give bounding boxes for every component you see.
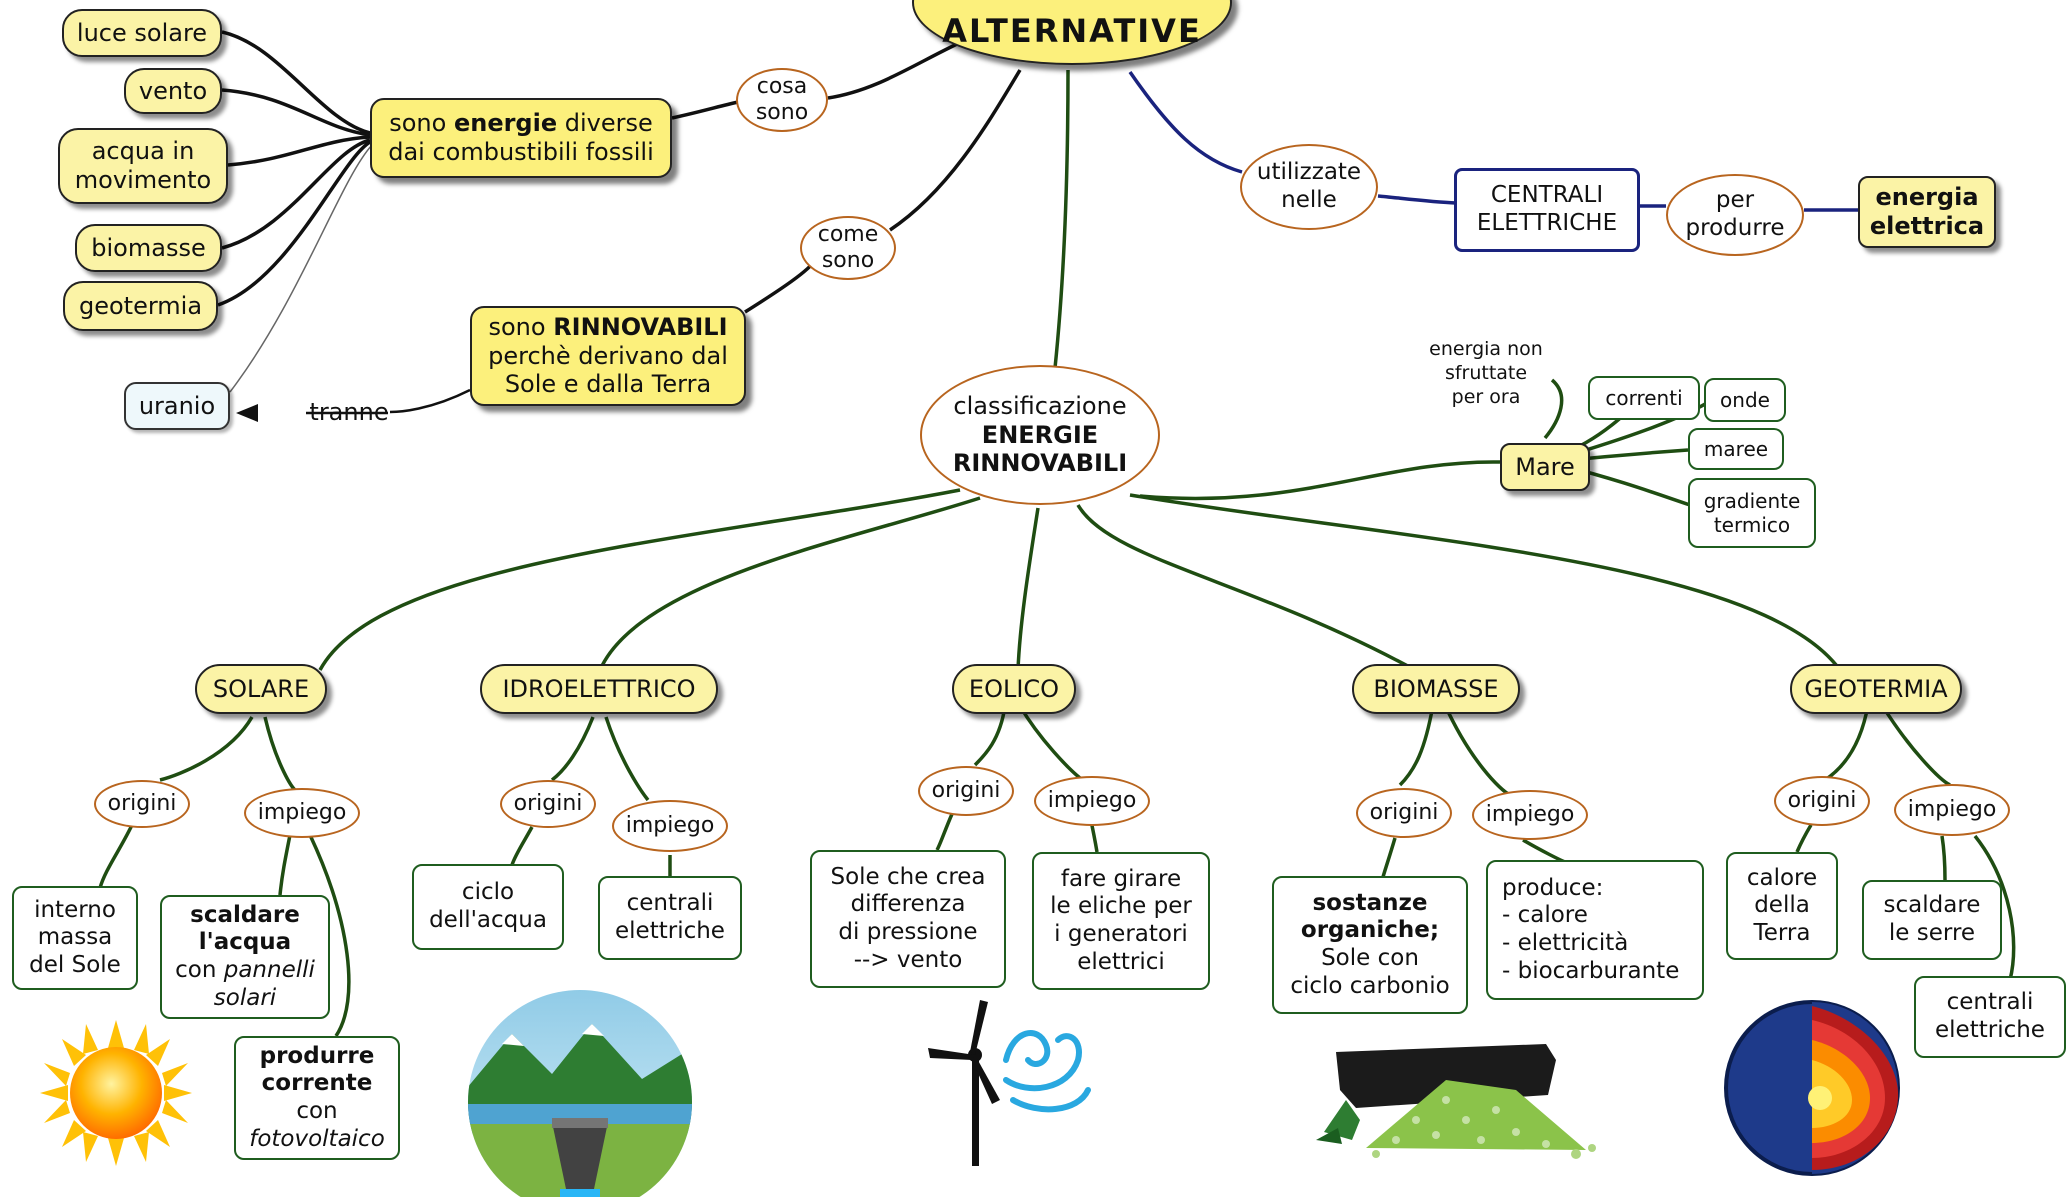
energia-elettrica-node: energia elettrica: [1858, 176, 1996, 248]
source-acqua: acqua in movimento: [58, 128, 228, 204]
eolico-origin-text: Sole che crea differenza di pressione --…: [810, 850, 1006, 988]
link-utilizzate-nelle: utilizzate nelle: [1240, 144, 1378, 230]
idro-impiego: impiego: [612, 800, 728, 852]
earth-core-icon: [1724, 1000, 1900, 1176]
source-vento: vento: [124, 68, 222, 114]
sea-correnti: correnti: [1588, 376, 1700, 420]
link-tranne: tranne: [309, 397, 389, 426]
link-come-sono: come sono: [800, 216, 896, 280]
sea-note: energia non sfruttate per ora: [1429, 338, 1543, 408]
eolico-use-text: fare girare le eliche per i generatori e…: [1032, 852, 1210, 990]
biomasse-origini: origini: [1356, 788, 1452, 838]
category-biomasse: BIOMASSE: [1352, 664, 1520, 714]
wind-turbine-icon: [928, 1000, 1091, 1166]
center-classification-node: classificazione ENERGIE RINNOVABILI: [920, 365, 1160, 505]
link-per-produrre: per produrre: [1666, 174, 1804, 256]
solare-origin-text: interno massa del Sole: [12, 886, 138, 990]
hydro-dam-icon: [468, 990, 692, 1197]
source-uranio: uranio: [124, 382, 230, 430]
root-title: ALTERNATIVE: [942, 12, 1202, 51]
biomasse-use-text: produce: - calore - elettricità - biocar…: [1486, 860, 1704, 1000]
source-luce-solare: luce solare: [62, 9, 222, 57]
geotermia-impiego: impiego: [1894, 784, 2010, 836]
eolico-impiego: impiego: [1034, 776, 1150, 826]
sea-maree: maree: [1688, 428, 1784, 470]
biomasse-origin-text: sostanze organiche; Sole con ciclo carbo…: [1272, 876, 1468, 1014]
geotermia-use-centrali: centrali elettriche: [1914, 976, 2066, 1058]
biomasse-impiego: impiego: [1472, 790, 1588, 840]
eolico-origini: origini: [918, 766, 1014, 816]
geotermia-origini: origini: [1774, 776, 1870, 826]
source-biomasse: biomasse: [75, 224, 222, 272]
mare-node: Mare: [1500, 443, 1590, 491]
category-geotermia: GEOTERMIA: [1790, 664, 1962, 714]
renewable-node: sono RINNOVABILI perchè derivano dal Sol…: [470, 306, 746, 406]
category-eolico: EOLICO: [952, 664, 1076, 714]
source-geotermia: geotermia: [63, 281, 218, 331]
solare-use-corrente: produrre corrente con fotovoltaico: [234, 1036, 400, 1160]
category-solare: SOLARE: [195, 664, 327, 714]
sun-icon: [40, 1020, 192, 1166]
idro-use-text: centrali elettriche: [598, 876, 742, 960]
category-idroelettrico: IDROELETTRICO: [480, 664, 718, 714]
idro-origin-text: ciclo dell'acqua: [412, 864, 564, 950]
geotermia-origin-text: calore della Terra: [1726, 852, 1838, 960]
idro-origini: origini: [500, 780, 596, 828]
sea-onde: onde: [1704, 378, 1786, 422]
definition-node: sono energie diverse dai combustibili fo…: [370, 98, 672, 178]
solare-use-acqua: scaldare l'acqua con pannelli solari: [160, 895, 330, 1019]
link-cosa-sono: cosa sono: [736, 68, 828, 132]
centrali-elettriche-node: CENTRALI ELETTRICHE: [1454, 168, 1640, 252]
geotermia-use-serre: scaldare le serre: [1862, 880, 2002, 960]
sea-gradiente-termico: gradiente termico: [1688, 478, 1816, 548]
solare-impiego: impiego: [244, 788, 360, 838]
biomass-icon: [1316, 1044, 1596, 1159]
solare-origini: origini: [94, 780, 190, 828]
